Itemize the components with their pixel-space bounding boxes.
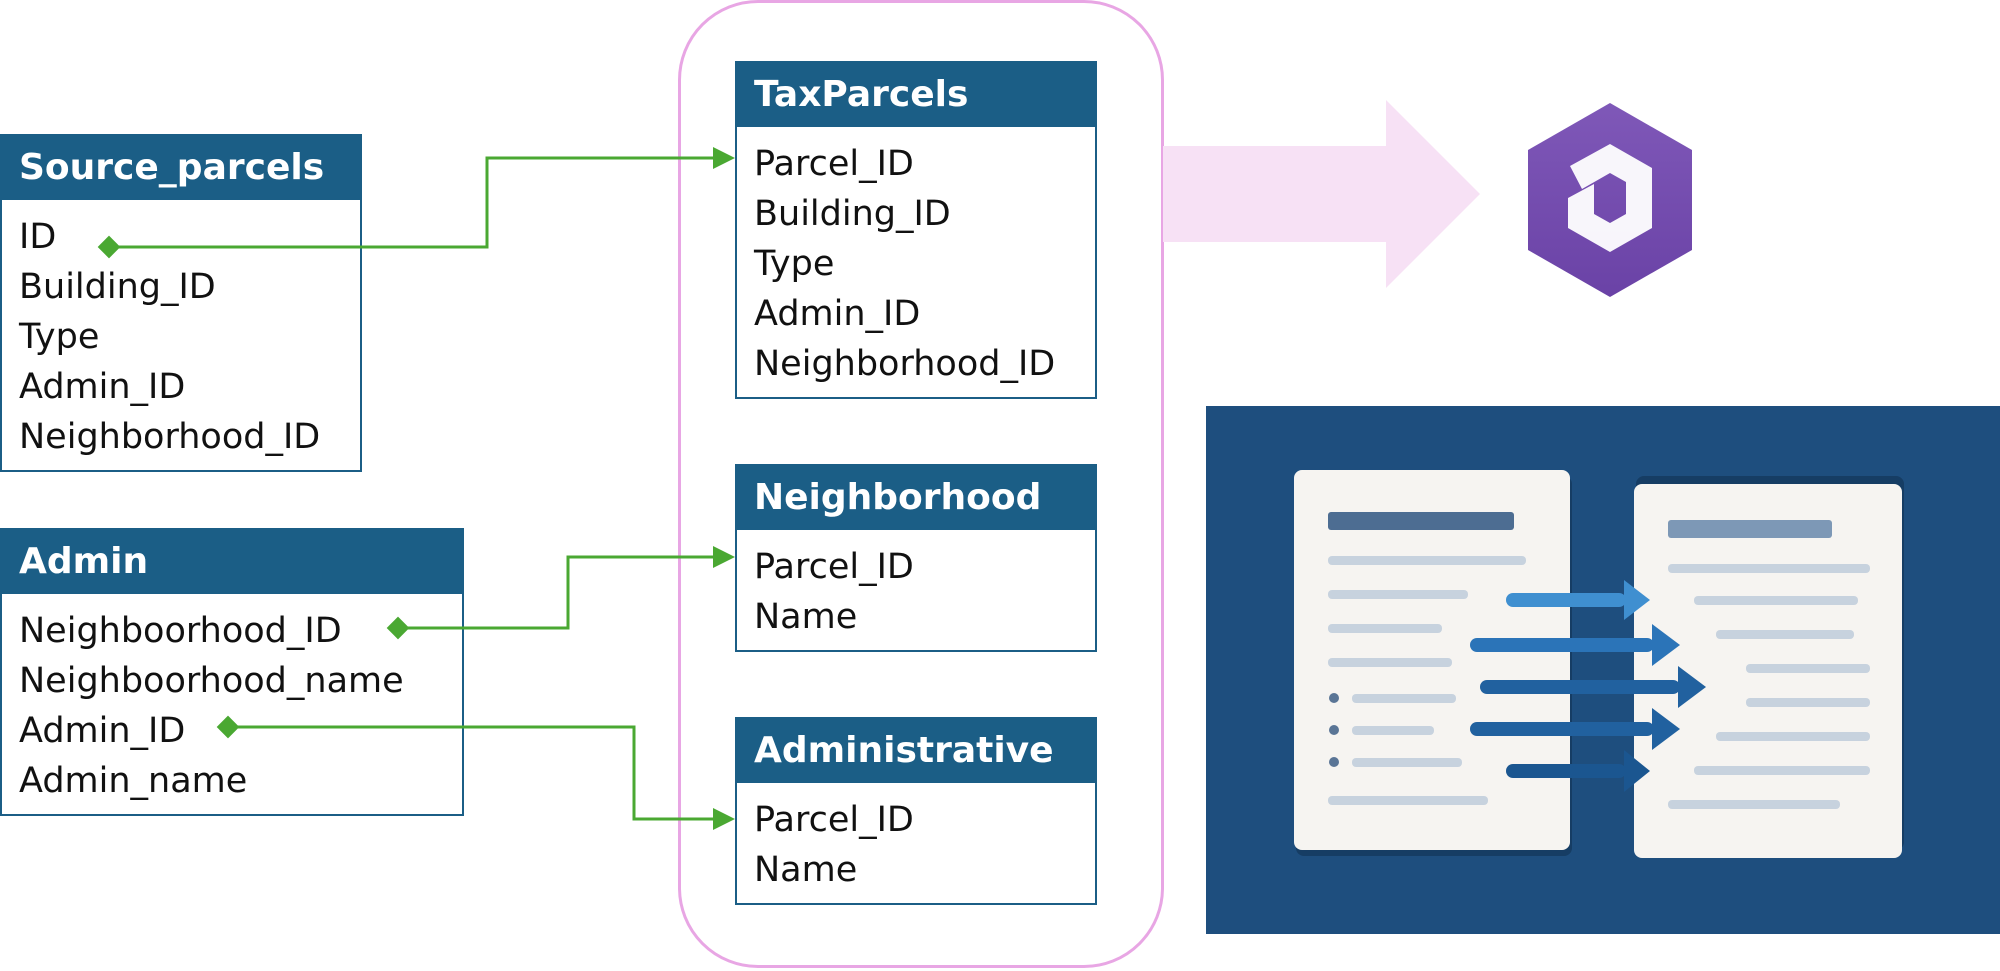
table-title: Neighborhood — [737, 466, 1095, 530]
field-building-id: Building_ID — [754, 194, 951, 234]
neighborhood-table: Neighborhood Parcel_ID Name — [735, 464, 1097, 652]
field-parcel-id: Parcel_ID — [754, 144, 914, 184]
field-parcel-id: Parcel_ID — [754, 547, 914, 587]
field-building-id: Building_ID — [19, 267, 216, 307]
field-id: ID — [19, 217, 57, 257]
field-admin-id: Admin_ID — [19, 711, 186, 751]
connector-diamond — [386, 616, 410, 640]
table-title: Source_parcels — [2, 136, 360, 200]
field-name: Name — [754, 597, 858, 637]
field-neighborhood-id: Neighborhood_ID — [19, 417, 321, 457]
document-mapping-icon — [1294, 470, 1904, 858]
field-admin-name: Admin_name — [19, 761, 248, 801]
field-neighboorhood-name: Neighboorhood_name — [19, 661, 404, 701]
connector-admin-id-to-administrative — [228, 725, 713, 821]
connector-id-to-parcel-id — [109, 156, 713, 249]
table-title: Administrative — [737, 719, 1095, 783]
document-mapping-panel — [1206, 406, 2000, 934]
field-neighboorhood-id: Neighboorhood_ID — [19, 611, 342, 651]
table-title: TaxParcels — [737, 63, 1095, 127]
field-type: Type — [19, 317, 100, 357]
field-admin-id: Admin_ID — [19, 367, 186, 407]
connector-neighboorhood-id-to-neighborhood — [398, 555, 713, 630]
big-arrow-icon — [1163, 100, 1480, 288]
field-admin-id: Admin_ID — [754, 294, 921, 334]
connector-diamond — [97, 235, 121, 259]
source-parcels-table: Source_parcels ID Building_ID Type Admin… — [0, 134, 362, 472]
taxparcels-table: TaxParcels Parcel_ID Building_ID Type Ad… — [735, 61, 1097, 399]
administrative-table: Administrative Parcel_ID Name — [735, 717, 1097, 905]
field-neighborhood-id: Neighborhood_ID — [754, 344, 1056, 384]
field-name: Name — [754, 850, 858, 890]
connector-arrowhead — [713, 546, 735, 568]
database-hexagon-logo-icon — [1528, 103, 1692, 297]
table-title: Admin — [2, 530, 462, 594]
field-type: Type — [754, 244, 835, 284]
target-group-outline — [678, 0, 1164, 968]
connector-arrowhead — [713, 808, 735, 830]
connector-arrowhead — [713, 147, 735, 169]
admin-table: Admin Neighboorhood_ID Neighboorhood_nam… — [0, 528, 464, 816]
field-parcel-id: Parcel_ID — [754, 800, 914, 840]
connector-diamond — [216, 715, 240, 739]
